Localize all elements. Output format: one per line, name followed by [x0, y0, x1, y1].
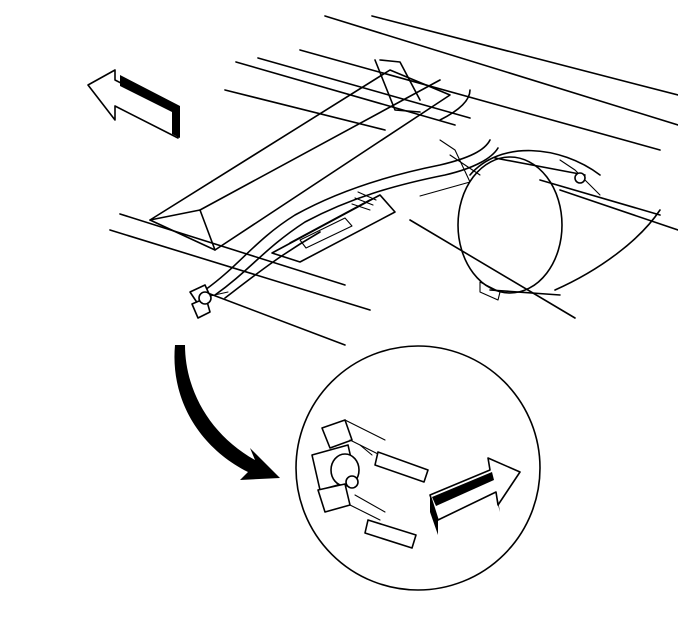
mounting-bracket: [271, 191, 396, 263]
fuel-tank: [457, 149, 661, 301]
forward-direction-arrow-icon: [429, 457, 521, 535]
curved-callout-arrow-icon: [174, 345, 280, 480]
connector-detail: [311, 419, 391, 521]
wire-harness-detail: [359, 444, 429, 549]
connector-main: [189, 284, 229, 319]
chassis-frame: [109, 15, 678, 346]
fuel-lines: [204, 89, 499, 299]
forward-direction-arrow-icon: [87, 69, 180, 139]
crossmember: [149, 59, 451, 251]
magnified-detail-circle: [295, 345, 541, 591]
